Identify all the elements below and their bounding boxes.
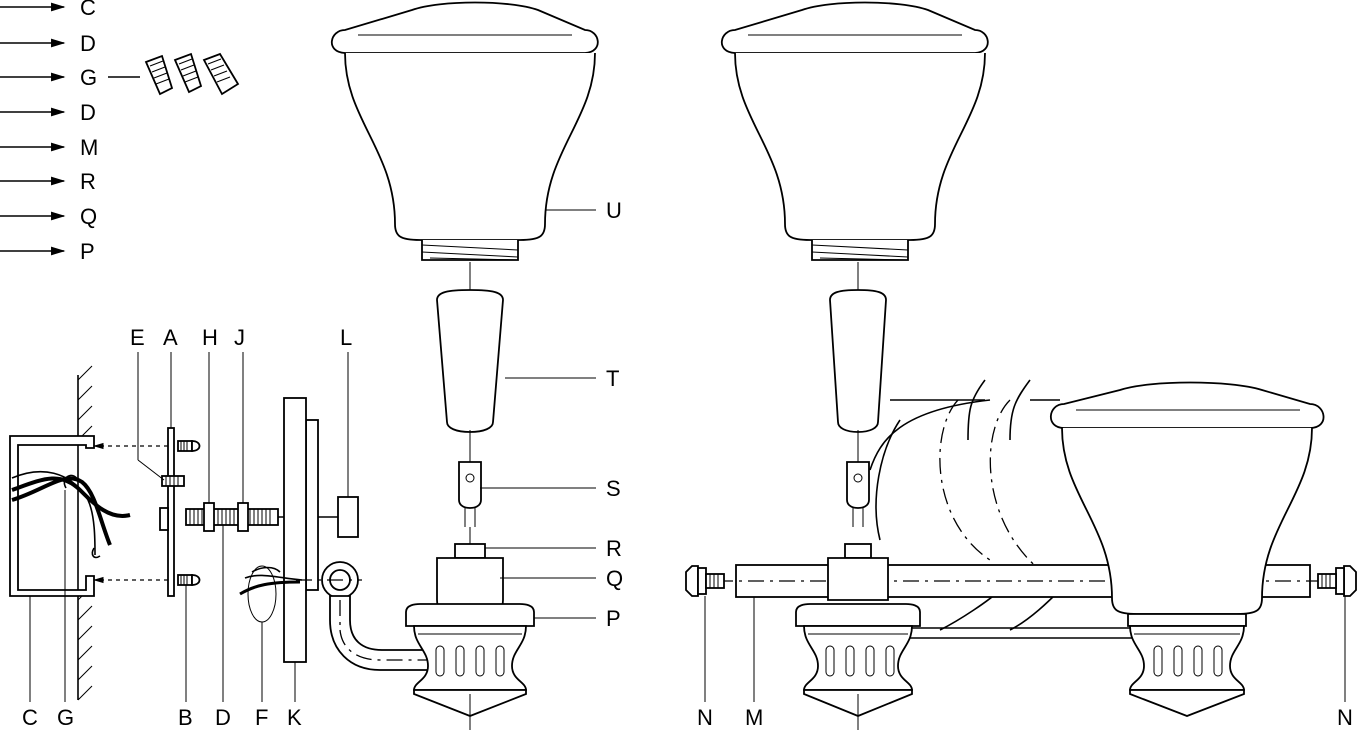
label-j: J	[234, 325, 245, 350]
bottom-label-leaders	[29, 490, 296, 702]
label-q: Q	[606, 566, 623, 591]
label-a: A	[163, 325, 178, 350]
kit-label-c: C	[80, 0, 96, 20]
crossbar-plate	[159, 427, 175, 597]
leaders-left-lamp	[480, 209, 596, 619]
lamp-middle	[720, 1, 989, 527]
lamp-right	[1049, 381, 1325, 717]
kit-label-r: R	[80, 169, 96, 194]
label-u: U	[606, 198, 622, 223]
top-labels: E A H J L	[130, 325, 352, 350]
finial-knob	[337, 496, 359, 538]
label-s: S	[606, 476, 621, 501]
label-c: C	[22, 705, 38, 730]
label-t: T	[606, 366, 619, 391]
kit-label-m: M	[80, 135, 98, 160]
top-label-leaders	[137, 352, 349, 503]
wire-nut-icon	[144, 52, 240, 96]
label-e: E	[130, 325, 145, 350]
label-m: M	[745, 705, 763, 730]
kit-label-d2: D	[80, 100, 96, 125]
label-l: L	[340, 325, 352, 350]
label-p: P	[606, 606, 621, 631]
label-h: H	[202, 325, 218, 350]
lamp-arm	[296, 561, 500, 671]
kit-label-g: G	[80, 65, 97, 90]
label-d: D	[215, 705, 231, 730]
label-n-left: N	[697, 705, 713, 730]
label-b: B	[178, 705, 193, 730]
label-g: G	[57, 705, 74, 730]
kit-list: C D G D M R Q P	[0, 0, 240, 264]
end-cap-right-icon	[1317, 565, 1357, 597]
bar-labels: N M N	[697, 596, 1353, 730]
junction-box	[9, 435, 95, 597]
label-r: R	[606, 536, 622, 561]
wall-hatching	[77, 365, 93, 701]
end-cap-left-icon	[685, 565, 725, 597]
label-n-right: N	[1337, 705, 1353, 730]
backplate	[283, 397, 319, 663]
kit-label-d: D	[80, 31, 96, 56]
kit-label-q: Q	[80, 204, 97, 229]
ground-screw-icon	[161, 475, 185, 487]
mounting-screw-icon	[177, 440, 201, 586]
cup-middle	[795, 262, 921, 730]
supply-wires	[11, 470, 131, 559]
kit-label-p: P	[80, 239, 95, 264]
part-labels-right: U T S R Q P	[606, 198, 623, 631]
label-f: F	[255, 705, 268, 730]
bottom-labels: C G B D F K	[22, 705, 302, 730]
threaded-nipple	[185, 502, 279, 532]
lamp-left	[330, 1, 599, 717]
label-k: K	[287, 705, 302, 730]
